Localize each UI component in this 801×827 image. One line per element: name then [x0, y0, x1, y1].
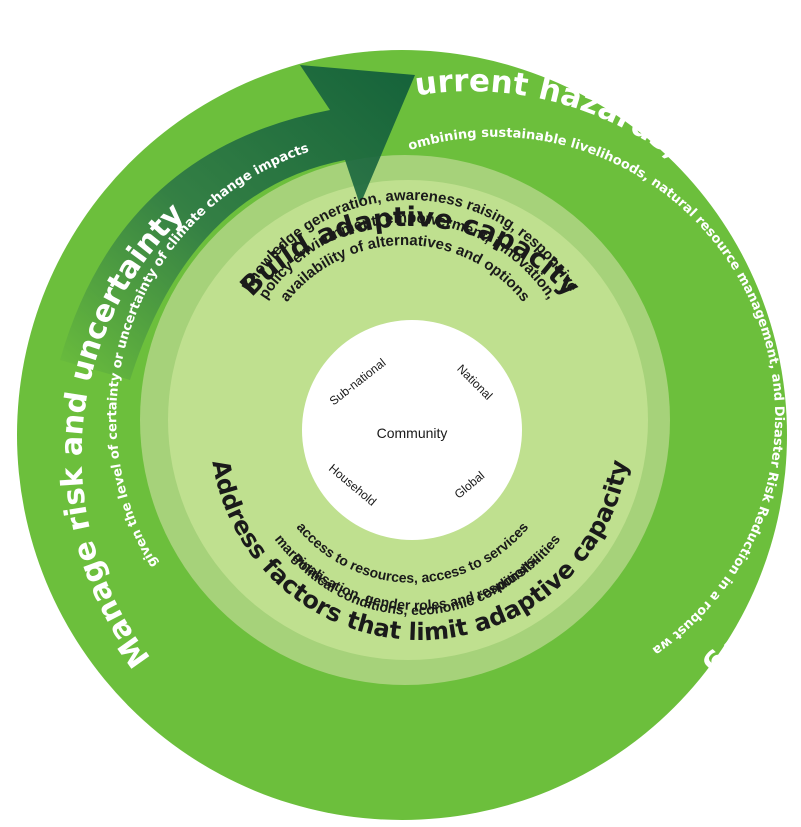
- cycle-arrow-icon: [60, 65, 415, 380]
- center-circle: [302, 320, 522, 540]
- center-community-label: Community: [377, 425, 448, 441]
